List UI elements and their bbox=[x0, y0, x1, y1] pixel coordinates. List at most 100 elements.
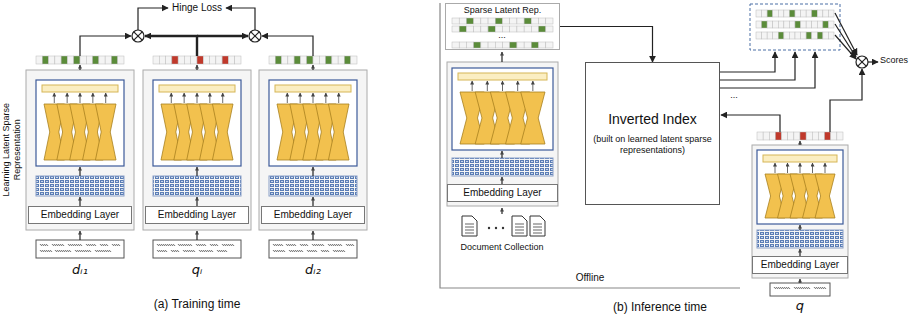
column-arrow bbox=[501, 52, 502, 62]
vector-cell bbox=[459, 42, 466, 48]
vector-cell bbox=[338, 56, 344, 64]
vector-cell bbox=[531, 18, 538, 24]
encoder-arrow bbox=[787, 163, 788, 173]
score-line bbox=[145, 36, 197, 56]
encoder-arrow bbox=[487, 81, 488, 91]
grid-arrow bbox=[501, 151, 502, 158]
vector-cell bbox=[767, 21, 773, 28]
document-line bbox=[515, 230, 524, 231]
vector-cell bbox=[762, 10, 768, 17]
vector-cell bbox=[789, 32, 795, 39]
embedding-layer-box: Embedding Layer bbox=[752, 256, 848, 274]
vector-cell bbox=[55, 56, 61, 64]
encoder-arrow bbox=[287, 93, 288, 103]
vector-cell bbox=[210, 56, 216, 64]
offline-frame bbox=[440, 3, 740, 288]
vector-cell bbox=[452, 18, 459, 24]
encoder-arrow bbox=[209, 93, 210, 103]
vector-cell bbox=[326, 56, 332, 64]
vector-cell bbox=[769, 132, 775, 140]
vector-cell bbox=[828, 21, 834, 28]
product-cross bbox=[858, 58, 866, 66]
squiggle-text bbox=[157, 244, 175, 246]
vector-cell bbox=[178, 56, 184, 64]
query-line bbox=[721, 115, 780, 132]
product-cross bbox=[251, 32, 259, 40]
vector-cell bbox=[222, 56, 228, 64]
encoder-arrow bbox=[222, 93, 223, 103]
product-symbol bbox=[132, 30, 144, 42]
encoder-frame bbox=[757, 150, 843, 224]
vector-cell bbox=[197, 56, 203, 64]
loss-label: Hinge Loss bbox=[172, 2, 222, 14]
squiggle-text bbox=[171, 250, 179, 252]
vector-cell bbox=[756, 21, 762, 28]
squiggle-text bbox=[333, 250, 345, 252]
document-line bbox=[465, 227, 474, 228]
vector-cell bbox=[86, 56, 92, 64]
vector-cell bbox=[546, 26, 553, 32]
retrieve-line bbox=[720, 52, 775, 72]
document-icon bbox=[530, 216, 545, 236]
squiggle-text bbox=[328, 244, 342, 246]
document-line bbox=[515, 224, 524, 225]
input-arrow bbox=[79, 231, 80, 240]
grid-arrow bbox=[312, 167, 313, 176]
vector-cell bbox=[757, 132, 763, 140]
vector-cell bbox=[307, 56, 313, 64]
vector-cell bbox=[773, 10, 779, 17]
vector-cell bbox=[488, 18, 495, 24]
encoder-arrow bbox=[105, 93, 106, 103]
caption: (b) Inference time bbox=[613, 300, 707, 314]
vector-cell bbox=[510, 42, 517, 48]
product-cross bbox=[134, 32, 142, 40]
vector-cell bbox=[452, 42, 459, 48]
vector-cell bbox=[817, 21, 823, 28]
vector-cell bbox=[488, 42, 495, 48]
vector-cell bbox=[510, 18, 517, 24]
embedding-layer-box: Embedding Layer bbox=[28, 206, 132, 224]
grid-arrow bbox=[79, 167, 80, 176]
collection-label: Document Collection bbox=[460, 242, 543, 253]
vector-cell bbox=[801, 10, 807, 17]
squiggle-text bbox=[196, 244, 206, 246]
document-line bbox=[533, 227, 542, 228]
doc-arrow bbox=[501, 208, 502, 214]
squiggle-text bbox=[222, 244, 234, 246]
encoder-block bbox=[521, 92, 545, 144]
vector-cell bbox=[228, 56, 234, 64]
vector-cell bbox=[773, 21, 779, 28]
grid-arrow bbox=[799, 225, 800, 230]
vector-cell bbox=[300, 56, 306, 64]
column-arrow bbox=[196, 65, 197, 70]
score-line bbox=[197, 35, 248, 37]
squiggle-text bbox=[217, 250, 227, 252]
vector-cell bbox=[191, 56, 197, 64]
inverted-index-box: Inverted Index(built on learned latent s… bbox=[585, 62, 720, 205]
vector-cell bbox=[763, 132, 769, 140]
input-text-box bbox=[36, 240, 124, 258]
vector-cell bbox=[172, 56, 178, 64]
squiggle-text bbox=[307, 250, 317, 252]
vector-cell bbox=[773, 32, 779, 39]
encoder-arrow bbox=[67, 93, 68, 103]
vector-cell bbox=[762, 21, 768, 28]
vector-cell bbox=[756, 10, 762, 17]
product-cross bbox=[251, 32, 259, 40]
vector-cell bbox=[546, 42, 553, 48]
document-icon bbox=[462, 216, 477, 236]
vector-cell bbox=[495, 42, 502, 48]
document-line bbox=[465, 224, 474, 225]
embed-arrow bbox=[312, 197, 313, 206]
encoder-frame bbox=[153, 80, 241, 166]
caption: (a) Training time bbox=[154, 297, 241, 311]
encoder-block bbox=[212, 104, 233, 160]
vector-cell bbox=[459, 26, 466, 32]
ellipsis-dot bbox=[488, 227, 490, 229]
vector-cell bbox=[269, 56, 275, 64]
output-bar bbox=[159, 85, 235, 92]
region-label: Offline bbox=[576, 272, 605, 284]
squiggle-text bbox=[273, 250, 285, 252]
squiggle-text bbox=[100, 244, 108, 246]
